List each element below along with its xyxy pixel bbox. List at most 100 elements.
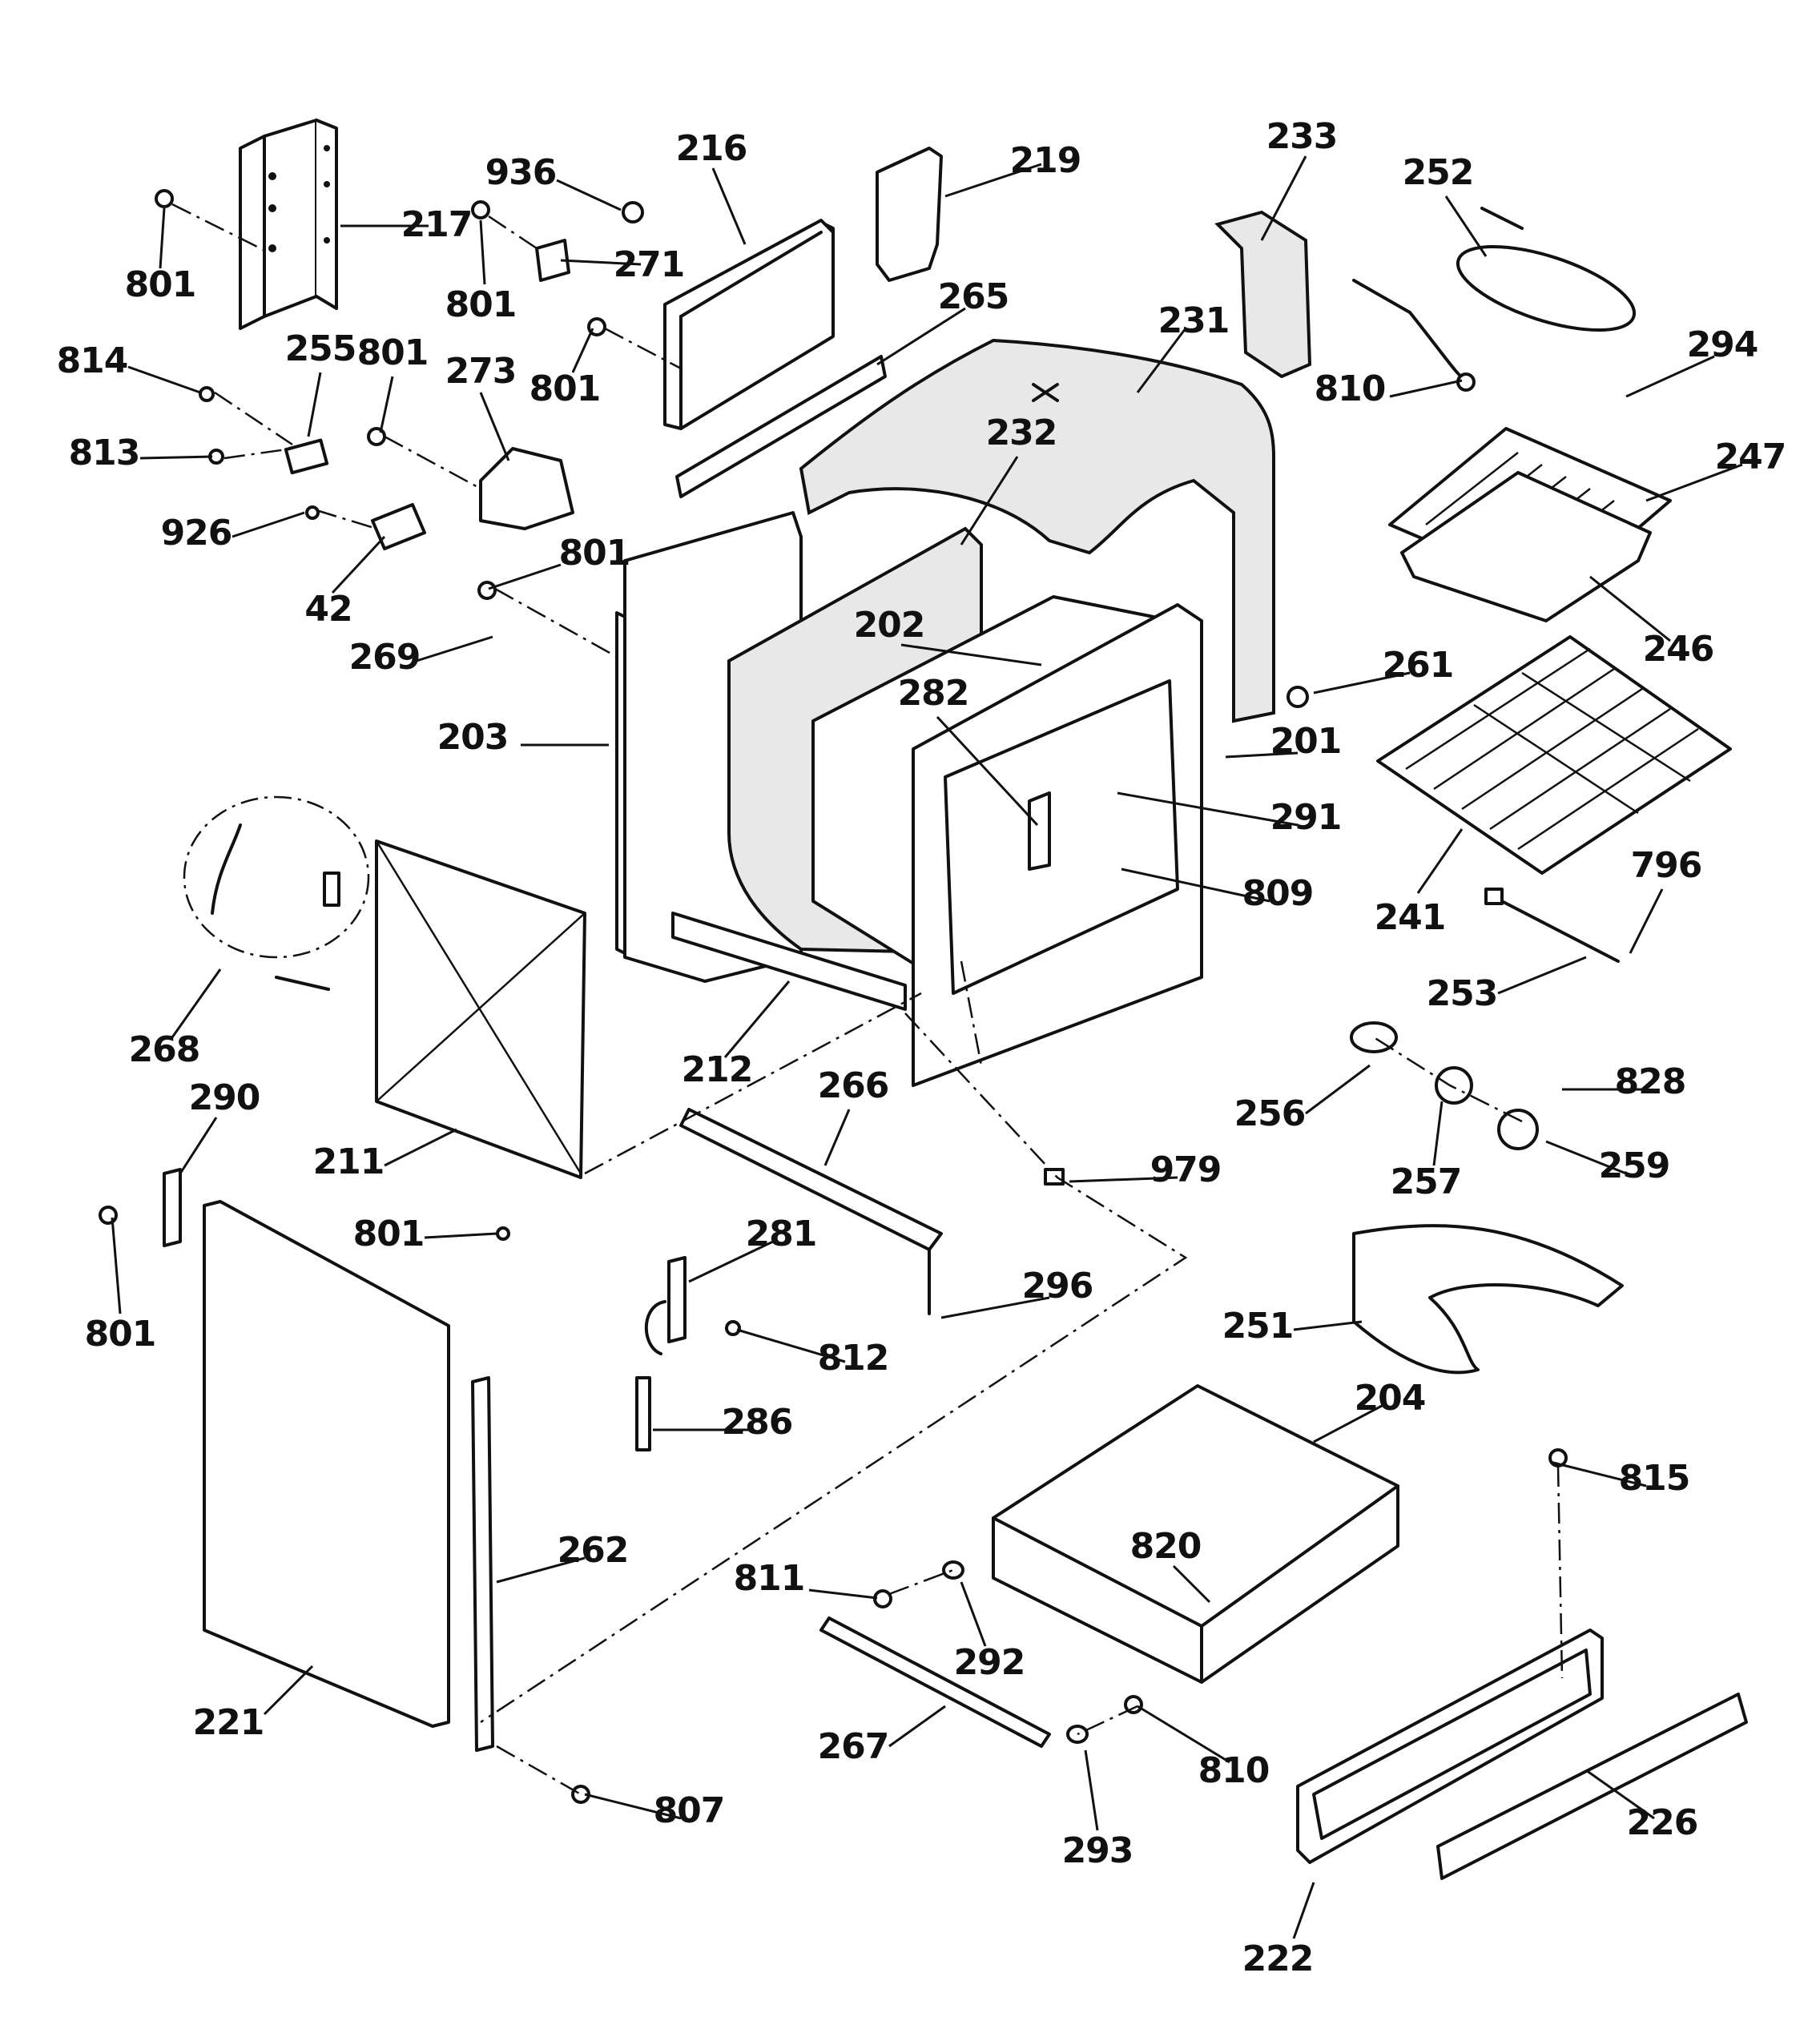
part-number-label: 814 xyxy=(57,340,128,381)
callout-c266: 266 xyxy=(818,1065,889,1166)
callout-c807: 807 xyxy=(584,1790,725,1831)
part-number-label: 42 xyxy=(304,589,352,630)
leader-line xyxy=(823,1109,851,1166)
part-number-label: 266 xyxy=(818,1065,889,1106)
part-231-cabinet xyxy=(799,338,1275,723)
callout-c281: 281 xyxy=(688,1214,817,1283)
callout-c257: 257 xyxy=(1391,1101,1462,1202)
leader-line xyxy=(1629,888,1664,954)
part-number-label: 273 xyxy=(445,351,517,392)
leader-line xyxy=(1313,671,1411,694)
part-219-clip xyxy=(876,147,943,282)
callout-c232: 232 xyxy=(960,413,1057,546)
callout-c221: 221 xyxy=(193,1665,314,1743)
part-251-element xyxy=(1352,1224,1624,1375)
callout-c291: 291 xyxy=(1117,791,1342,838)
part-226-trim xyxy=(1436,1693,1748,1880)
part-number-label: 256 xyxy=(1234,1093,1306,1134)
callout-c801g: 801 xyxy=(85,1217,156,1355)
callout-c226: 226 xyxy=(1585,1769,1698,1843)
part-252-element xyxy=(1352,207,1637,382)
part-number-label: 251 xyxy=(1222,1306,1294,1347)
callout-c811: 811 xyxy=(734,1558,878,1600)
leader-line xyxy=(139,455,213,460)
leader-line xyxy=(584,1793,682,1820)
leader-line xyxy=(1625,355,1715,398)
part-286-pin xyxy=(635,1376,651,1451)
part-number-label: 294 xyxy=(1687,324,1758,365)
part-number-label: 801 xyxy=(529,368,601,409)
part-number-label: 979 xyxy=(1150,1149,1222,1190)
leader-line xyxy=(960,456,1019,546)
part-246-broiler-pan xyxy=(1400,471,1652,622)
leader-line xyxy=(556,179,622,211)
part-261-fitting xyxy=(1286,686,1309,708)
part-number-label: 813 xyxy=(69,433,140,473)
callout-c261: 261 xyxy=(1313,645,1454,694)
part-number-label: 267 xyxy=(818,1726,889,1767)
part-drawings xyxy=(99,119,1748,1880)
leader-line xyxy=(940,1296,1050,1319)
part-number-label: 232 xyxy=(986,413,1057,453)
part-number-label: 282 xyxy=(898,673,969,714)
leader-line xyxy=(1117,791,1299,827)
leader-line xyxy=(1497,956,1587,995)
leader-line xyxy=(159,207,166,269)
leader-line xyxy=(900,643,1042,666)
part-number-label: 268 xyxy=(129,1029,200,1070)
part-222-drawer-front xyxy=(1296,1628,1604,1864)
callout-c271: 271 xyxy=(560,244,685,285)
part-number-label: 809 xyxy=(1242,873,1314,914)
callout-c202: 202 xyxy=(854,605,1042,666)
callout-c813: 813 xyxy=(69,433,213,473)
callout-c231: 231 xyxy=(1136,300,1230,393)
callout-c810b: 810 xyxy=(1137,1705,1270,1791)
leader-line xyxy=(711,167,747,245)
leader-line xyxy=(571,328,594,373)
leader-line xyxy=(1416,828,1464,894)
callout-c201: 201 xyxy=(1225,721,1342,762)
leader-line xyxy=(1585,1769,1655,1820)
part-number-label: 241 xyxy=(1375,897,1446,938)
callout-c246: 246 xyxy=(1589,575,1714,670)
leader-line xyxy=(1069,1176,1178,1183)
part-292-spacer xyxy=(942,1560,964,1580)
callout-c217: 217 xyxy=(340,204,473,245)
leader-line xyxy=(1137,1705,1230,1764)
part-number-label: 286 xyxy=(722,1402,793,1443)
leader-line xyxy=(1225,751,1299,759)
callout-c247: 247 xyxy=(1645,437,1786,502)
part-number-label: 810 xyxy=(1198,1750,1270,1791)
leader-line xyxy=(1084,1749,1099,1831)
leader-line xyxy=(1121,868,1270,903)
leader-line xyxy=(1293,1320,1363,1331)
part-number-label: 292 xyxy=(954,1642,1025,1683)
part-number-label: 219 xyxy=(1010,140,1081,181)
leader-line xyxy=(1589,575,1671,642)
part-number-label: 262 xyxy=(558,1530,629,1571)
callout-c810a: 810 xyxy=(1315,368,1463,409)
leader-line xyxy=(876,307,966,366)
leader-line xyxy=(1172,1564,1211,1604)
callout-c269: 269 xyxy=(349,635,493,678)
leader-line xyxy=(127,365,201,394)
leader-line xyxy=(1444,195,1488,257)
callout-c815: 815 xyxy=(1549,1458,1690,1499)
callout-c801c: 801 xyxy=(357,332,429,433)
part-221-side-panel xyxy=(203,1200,450,1728)
leader-line xyxy=(1389,379,1463,398)
part-number-label: 201 xyxy=(1270,721,1342,762)
part-number-label: 252 xyxy=(1403,152,1474,193)
leader-line xyxy=(960,1581,987,1647)
callout-c233: 233 xyxy=(1260,116,1338,241)
callout-c820: 820 xyxy=(1130,1526,1211,1604)
leader-line xyxy=(424,1232,497,1239)
part-number-label: 291 xyxy=(1270,797,1342,838)
part-number-label: 222 xyxy=(1242,1938,1314,1979)
part-257-bulb xyxy=(1435,1066,1473,1105)
callout-c293: 293 xyxy=(1062,1749,1133,1871)
part-271-plate xyxy=(535,239,570,282)
callout-c936: 936 xyxy=(485,152,622,211)
part-number-label: 936 xyxy=(485,152,557,193)
